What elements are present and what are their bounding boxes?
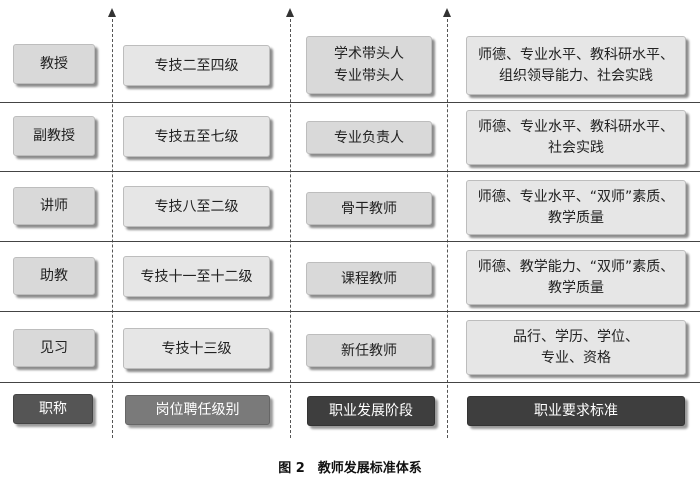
stage-box: 课程教师 (306, 262, 432, 295)
header-title: 职称 (13, 394, 93, 424)
column-divider-1 (112, 14, 113, 438)
requirement-box: 师德、专业水平、教科研水平、 组织领导能力、社会实践 (466, 36, 686, 95)
figure-caption: 图 2 教师发展标准体系 (278, 461, 422, 476)
title-box: 讲师 (13, 187, 95, 225)
title-box: 副教授 (13, 116, 95, 156)
stage-box: 专业负责人 (306, 121, 432, 154)
header-requirement: 职业要求标准 (467, 396, 685, 426)
arrow-up-icon (443, 8, 451, 17)
grade-box: 专技五至七级 (123, 116, 270, 157)
column-divider-2 (290, 14, 291, 438)
row-separator (0, 311, 700, 312)
title-box: 教授 (13, 44, 95, 84)
requirement-box: 品行、学历、学位、 专业、资格 (466, 320, 686, 375)
row-separator (0, 241, 700, 242)
stage-box: 新任教师 (306, 334, 432, 367)
grade-box: 专技十一至十二级 (123, 256, 270, 297)
grade-box: 专技十三级 (123, 328, 270, 369)
requirement-box: 师德、教学能力、“双师”素质、 教学质量 (466, 250, 686, 305)
header-stage: 职业发展阶段 (307, 396, 435, 426)
grade-box: 专技二至四级 (123, 45, 270, 86)
title-box: 助教 (13, 257, 95, 295)
row-separator (0, 171, 700, 172)
column-divider-3 (447, 14, 448, 438)
header-grade: 岗位聘任级别 (125, 395, 270, 425)
requirement-box: 师德、专业水平、教科研水平、 社会实践 (466, 110, 686, 165)
requirement-box: 师德、专业水平、“双师”素质、 教学质量 (466, 180, 686, 235)
row-separator (0, 102, 700, 103)
stage-box: 学术带头人 专业带头人 (306, 36, 432, 94)
arrow-up-icon (108, 8, 116, 17)
title-box: 见习 (13, 329, 95, 367)
arrow-up-icon (286, 8, 294, 17)
row-separator (0, 382, 700, 383)
stage-box: 骨干教师 (306, 192, 432, 225)
grade-box: 专技八至二级 (123, 186, 270, 227)
